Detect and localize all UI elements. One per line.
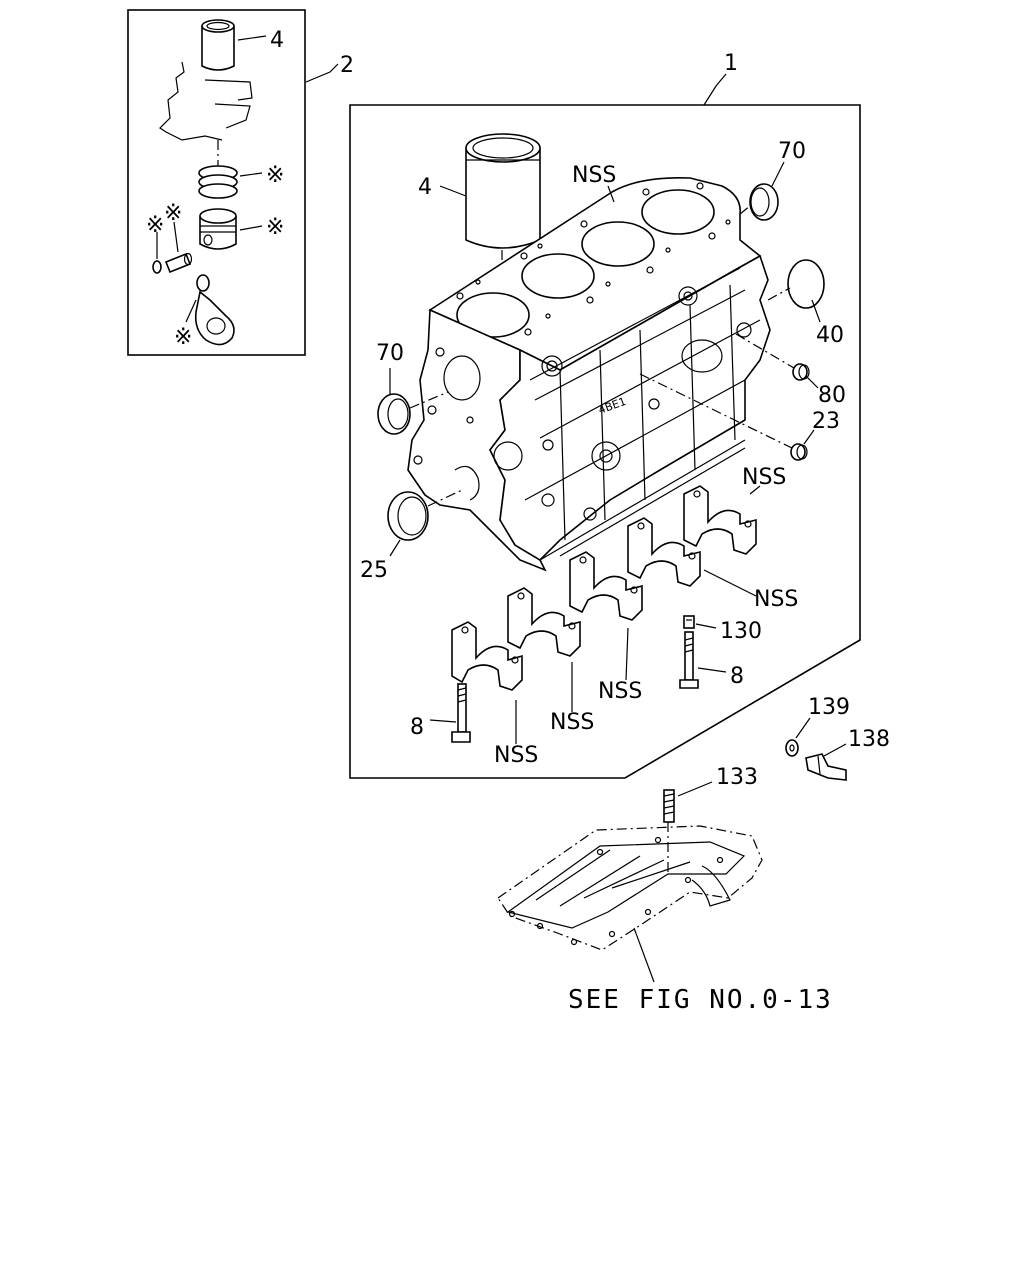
main-frame (349, 104, 861, 779)
callout-cap-nss-1: NSS (742, 465, 786, 490)
inset-frame (127, 9, 306, 356)
callout-cap-nss-4: NSS (550, 710, 594, 735)
side-plug (787, 259, 825, 309)
inset-callout-rod: ※ (174, 325, 192, 350)
oil-pan-outline (497, 825, 763, 951)
piston-inset: 4 ※ ※ ※ ※ (127, 9, 354, 356)
bore-3 (581, 221, 655, 267)
callout-plug-80: 80 (818, 383, 846, 408)
callout-bolt-130: 130 (720, 619, 762, 644)
bolt-8-right (679, 631, 699, 689)
rear-oil-seal (749, 183, 779, 221)
inset-clip (152, 260, 162, 274)
inset-callout-clip: ※ (146, 213, 164, 238)
inset-callout-assembly: 2 (340, 53, 354, 78)
engine-block: 4BE1 (407, 176, 771, 572)
callout-washer-139: 139 (808, 695, 850, 720)
inset-connecting-rod (194, 274, 235, 346)
cylinder-liner (465, 133, 541, 249)
bearing-cap-3 (569, 551, 643, 621)
inset-piston-pin (164, 252, 193, 274)
callout-head-face: NSS (572, 163, 616, 188)
oil-jet-138 (805, 753, 847, 781)
inset-liner (201, 19, 235, 71)
callout-cap-nss-2: NSS (754, 587, 798, 612)
callout-plug-side: 40 (816, 323, 844, 348)
bolt-130 (683, 615, 695, 629)
callout-nozzle-138: 138 (848, 727, 890, 752)
bolt-8-left (451, 683, 471, 743)
callout-bolt-8-left: 8 (410, 715, 424, 740)
inset-block-outline (159, 61, 253, 141)
front-oil-seal (377, 393, 411, 435)
block-assembly-frame: 1 (349, 51, 861, 779)
callout-seal-25: 25 (360, 558, 388, 583)
bearing-cap-1 (451, 621, 523, 691)
callout-seal-front: 70 (376, 341, 404, 366)
callout-plug-23: 23 (812, 409, 840, 434)
callout-cap-nss-5: NSS (494, 743, 538, 768)
inset-callout-piston: ※ (266, 215, 284, 240)
bore-1 (456, 292, 530, 338)
plug-80 (792, 363, 810, 381)
plug-23 (790, 443, 808, 461)
bearing-cap-5 (683, 485, 757, 555)
inset-callout-rings: ※ (266, 163, 284, 188)
inset-piston (199, 208, 237, 250)
callout-liner: 4 (418, 175, 432, 200)
bore-2 (521, 253, 595, 299)
callout-seal-rear-top: 70 (778, 139, 806, 164)
bearing-cap-4 (627, 517, 701, 587)
callout-block-assembly: 1 (724, 51, 738, 76)
inset-piston-rings (198, 165, 238, 199)
seal-25 (387, 491, 429, 541)
callout-cap-nss-3: NSS (598, 679, 642, 704)
block-side-face (489, 254, 771, 562)
callout-bolt-8-right: 8 (730, 664, 744, 689)
washer-139 (785, 739, 799, 757)
bore-4 (641, 189, 715, 235)
stud-133 (663, 789, 675, 823)
reference-note: SEE FIG NO.0-13 (568, 985, 833, 1015)
callout-stud-133: 133 (716, 765, 758, 790)
inset-callout-pin: ※ (164, 201, 182, 226)
main-bearing-caps (451, 485, 757, 691)
inset-callout-liner: 4 (270, 28, 284, 53)
bearing-cap-2 (507, 587, 581, 657)
